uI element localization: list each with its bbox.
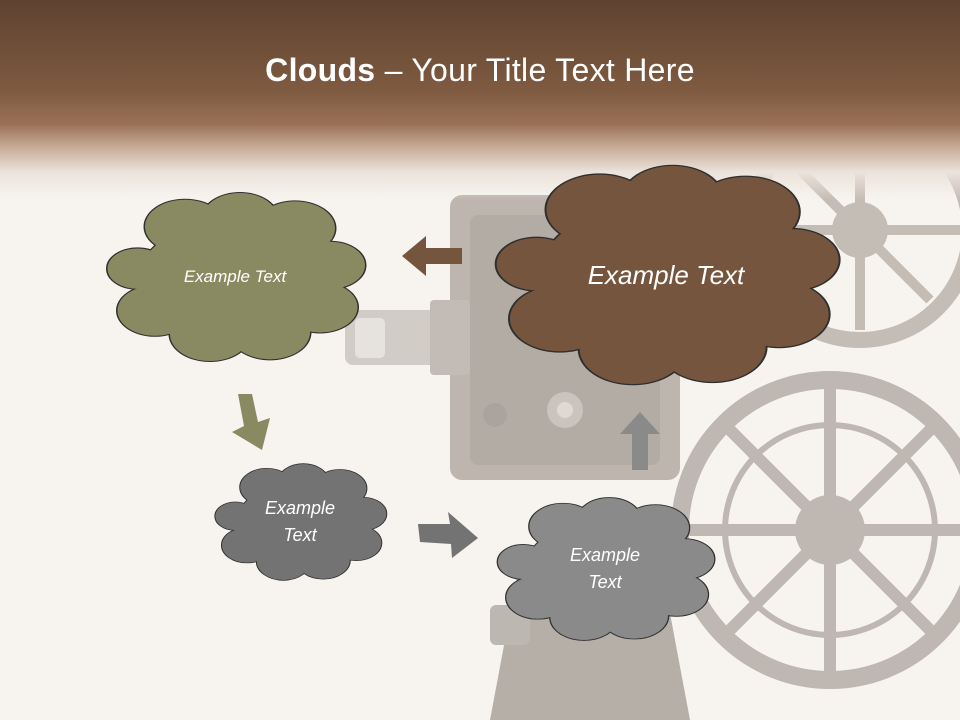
arrow-up-icon (620, 412, 660, 470)
cloud-1-shape (106, 191, 367, 363)
cloud-4-shape (496, 497, 716, 641)
cloud-4-fill-inner (497, 498, 715, 640)
header-band (0, 0, 960, 200)
cloud-4-line1: Example (569, 545, 641, 565)
cloud-4[interactable]: Example Text (496, 497, 716, 641)
cloud-2-fill-inner (496, 166, 839, 384)
title-rest: Your Title Text Here (411, 52, 695, 88)
arrow-down-icon (232, 394, 270, 450)
cloud-1[interactable]: Example Text (106, 191, 367, 363)
title-dash: – (375, 52, 412, 88)
cloud-2[interactable]: Example Text (494, 164, 841, 386)
cloud-2-shape (494, 164, 841, 386)
cloud-2-line1: Example Text (587, 259, 745, 290)
cloud-3-line1: Example (264, 498, 336, 518)
cloud-2-text: Example Text (500, 166, 832, 384)
cloud-1-fill-inner (107, 193, 365, 361)
cloud-3[interactable]: Example Text (214, 463, 388, 581)
cloud-3-fill-inner (215, 464, 387, 580)
arrow-right-icon (418, 512, 478, 558)
cloud-3-line2: Text (283, 525, 317, 545)
cloud-4-text: Example Text (500, 498, 710, 640)
cloud-1-text: Example Text (110, 193, 360, 361)
cloud-1-line1: Example Text (183, 267, 287, 287)
arrow-left-icon (402, 236, 462, 276)
cloud-3-text: Example Text (217, 464, 383, 580)
slide-title: Clouds – Your Title Text Here (0, 52, 960, 89)
cloud-4-line2: Text (588, 572, 622, 592)
cloud-3-shape (214, 463, 388, 581)
title-bold: Clouds (265, 52, 376, 88)
